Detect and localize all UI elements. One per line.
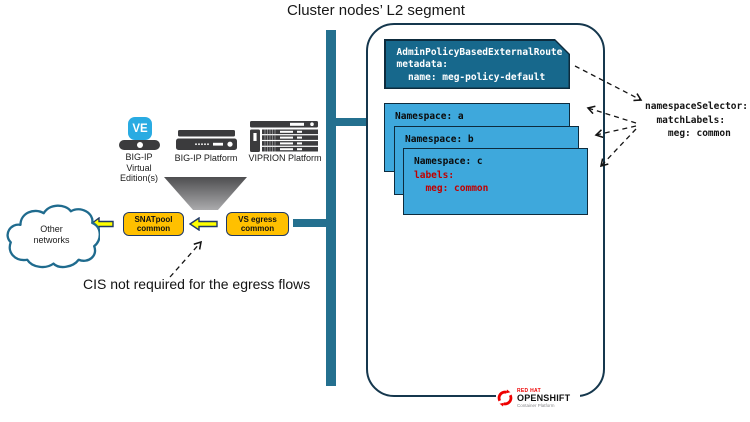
policy-line-kind: AdminPolicyBasedExternalRoute xyxy=(396,46,563,58)
selector-line-2: matchLabels: xyxy=(645,114,726,126)
arrow-selector-to-ns-c xyxy=(601,128,637,166)
ve-label: BIG-IP Virtual Edition(s) xyxy=(109,152,169,184)
openshift-product-label: OPENSHIFT xyxy=(517,393,571,403)
ve-label-line3: Edition(s) xyxy=(119,173,158,183)
openshift-logo: RED HAT OPENSHIFT Container Platform xyxy=(496,384,580,412)
snatpool-common-label: common xyxy=(136,224,171,233)
snatpool-box: SNATpool common xyxy=(123,212,184,236)
viprion-platform-icon xyxy=(250,121,318,152)
ve-server-led xyxy=(136,142,143,148)
cloud-label-line1: Other xyxy=(40,224,63,234)
funnel-shape xyxy=(164,177,247,210)
redhat-brand-label: RED HAT xyxy=(517,388,541,394)
other-networks-label: Other networks xyxy=(3,224,100,246)
ve-icon: VE xyxy=(128,117,152,140)
policy-line-name: name: meg-policy-default xyxy=(396,72,546,84)
cloud-label-line2: networks xyxy=(33,235,70,245)
policy-line-metadata: metadata: xyxy=(396,59,448,71)
ve-server-icon xyxy=(119,140,160,150)
ve-label-line1: BIG-IP xyxy=(125,152,153,162)
selector-line-1: namespaceSelector: xyxy=(645,101,748,112)
admin-policy-card-body: AdminPolicyBasedExternalRoute metadata: … xyxy=(386,41,569,88)
arrow-to-snatpool-icon xyxy=(189,217,218,231)
diagram-title: Cluster nodes’ L2 segment xyxy=(287,2,465,19)
namespace-selector-annotation: namespaceSelector: matchLabels: meg: com… xyxy=(645,100,748,141)
cis-note: CIS not required for the egress flows xyxy=(83,276,311,292)
namespace-c-box: Namespace: c labels: meg: common xyxy=(403,148,588,215)
container-platform-label: Container Platform xyxy=(517,403,555,408)
openshift-ring-icon xyxy=(497,389,513,407)
namespace-b-label: Namespace: b xyxy=(405,134,474,145)
snatpool-label: SNATpool xyxy=(134,214,173,224)
namespace-c-meg-label: meg: common xyxy=(414,182,489,194)
vs-egress-label: VS egress xyxy=(238,214,277,224)
l2-segment-bar xyxy=(326,30,336,386)
bigip-platform-label: BIG-IP Platform xyxy=(174,153,238,163)
other-networks-cloud-icon xyxy=(6,204,100,269)
namespace-c-labels-key: labels: xyxy=(414,170,455,181)
connector-cluster xyxy=(335,118,367,126)
admin-policy-card: AdminPolicyBasedExternalRoute metadata: … xyxy=(384,39,570,89)
selector-line-3: meg: common xyxy=(645,128,731,139)
viprion-platform-label: VIPRION Platform xyxy=(248,153,322,163)
vs-egress-box: VS egress common xyxy=(226,212,289,236)
arrow-cis-note xyxy=(169,242,201,278)
ve-label-line2: Virtual xyxy=(126,162,152,173)
vs-egress-common-label: common xyxy=(240,224,275,233)
namespace-c-label: Namespace: c xyxy=(414,156,483,167)
openshift-logo-text: RED HAT OPENSHIFT Container Platform xyxy=(517,388,570,408)
bigip-platform-icon xyxy=(176,130,237,150)
connector-egress xyxy=(293,219,327,227)
namespace-a-label: Namespace: a xyxy=(395,111,464,122)
